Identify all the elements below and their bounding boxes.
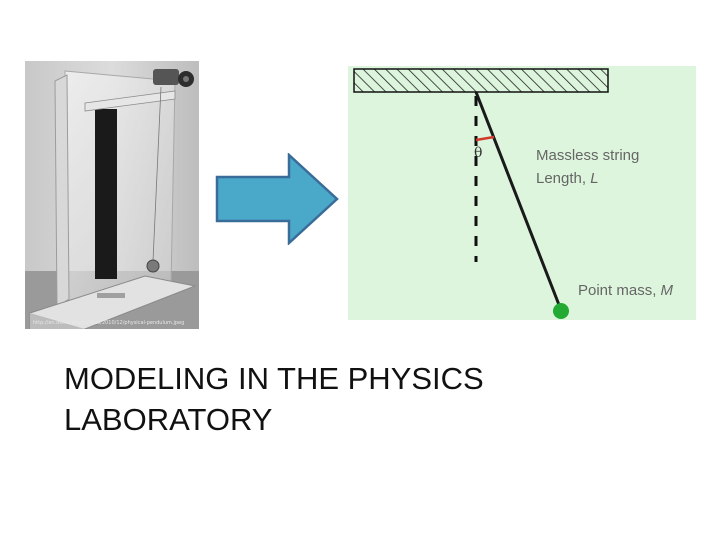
- angle-arc: [475, 135, 495, 142]
- mass-label: Point mass, M: [578, 283, 673, 298]
- pendulum-diagram: θ Massless string Length, L Point mass, …: [348, 66, 696, 320]
- slide-title-line2: LABORATORY: [64, 402, 273, 437]
- pendulum-photo-image: [25, 61, 199, 329]
- string-label-line2: Length, L: [536, 171, 599, 186]
- slide-title-line1: MODELING IN THE PHYSICS: [64, 361, 484, 396]
- string-length-variable: L: [590, 170, 599, 187]
- pendulum-photo: http://en.demo.phy.hu/files/2010/12/phys…: [25, 61, 199, 329]
- right-arrow-icon: [215, 153, 339, 245]
- slide-title: MODELING IN THE PHYSICS LABORATORY: [64, 358, 624, 440]
- photo-source-caption: http://en.demo.phy.hu/files/2010/12/phys…: [33, 320, 185, 326]
- pendulum-string: [474, 91, 563, 311]
- arrow-shape: [215, 153, 339, 245]
- ceiling-support: [353, 68, 609, 93]
- mass-label-variable: M: [660, 282, 674, 299]
- point-mass: [553, 303, 569, 319]
- string-length-prefix: Length,: [536, 170, 591, 187]
- theta-symbol: θ: [474, 145, 483, 161]
- string-label-line1: Massless string: [536, 147, 640, 164]
- mass-label-prefix: Point mass,: [578, 282, 661, 299]
